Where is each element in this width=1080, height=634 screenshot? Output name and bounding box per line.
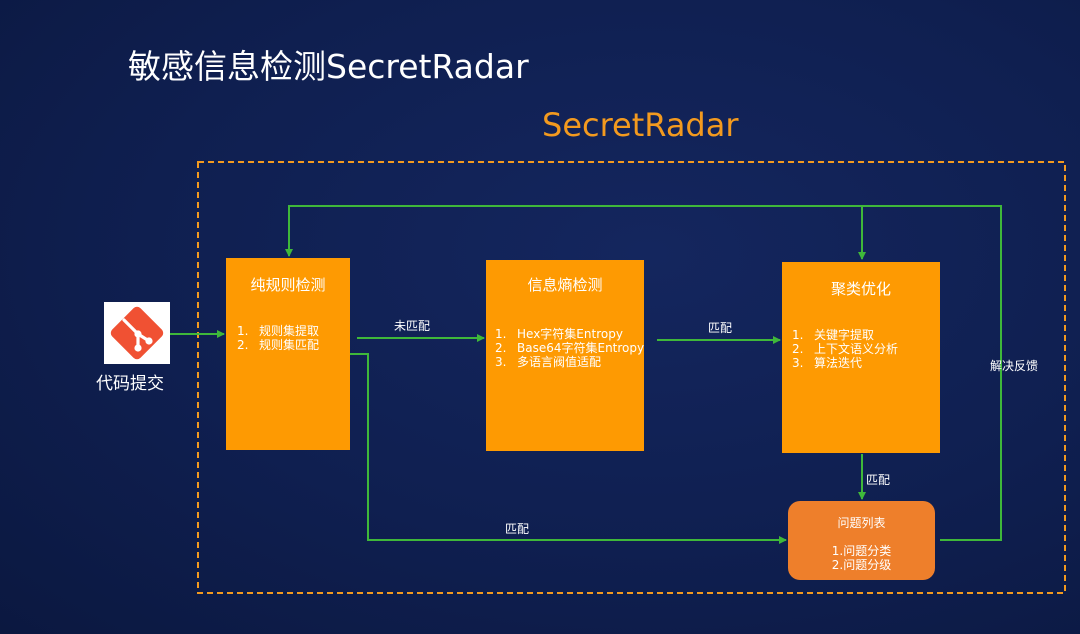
slide-title: 敏感信息检测SecretRadar [128,47,529,86]
edge-label-feedback: 解决反馈 [990,359,1039,373]
source-label: 代码提交 [96,374,164,394]
frame-title: SecretRadar [542,106,739,144]
stage-title: 纯规则检测 [250,276,326,294]
stage-item: 3.多语言阀值适配 [495,355,602,369]
stage-cluster-box: 聚类优化 1.关键字提取 2.上下文语义分析 3.算法迭代 [782,262,940,453]
stage-title: 信息熵检测 [527,276,603,294]
stage-item: 1.关键字提取 [792,328,875,342]
stage-item: 2.Base64字符集Entropy [495,341,645,355]
arrow-feedback-to-rules [285,205,1002,541]
stage-items: 1.规则集提取 2.规则集匹配 [237,324,319,352]
issues-item: 1.问题分类 [831,544,892,558]
stage-rules-box: 纯规则检测 1.规则集提取 2.规则集匹配 [226,258,350,450]
edge-label-match: 匹配 [505,522,530,536]
stage-items: 1.Hex字符集Entropy 2.Base64字符集Entropy 3.多语言… [495,327,644,369]
git-logo-icon [110,306,164,360]
edge-label-match: 匹配 [708,321,733,335]
stage-item: 2.上下文语义分析 [792,342,899,356]
git-logo [104,302,170,364]
stage-item: 2.规则集匹配 [237,338,320,352]
issues-item: 2.问题分级 [831,558,892,572]
arrow-rules-to-issues [350,353,787,544]
edge-label-no-match: 未匹配 [394,319,431,333]
stage-title: 聚类优化 [830,280,891,298]
stage-items: 1.关键字提取 2.上下文语义分析 3.算法迭代 [792,328,898,370]
secretradar-frame [197,161,1066,594]
issues-box: 问题列表 1.问题分类 2.问题分级 [788,501,935,580]
edge-label-match: 匹配 [866,473,891,487]
stage-item: 1.规则集提取 [237,324,320,338]
stage-item: 3.算法迭代 [792,356,863,370]
issues-title: 问题列表 [837,516,886,530]
stage-item: 1.Hex字符集Entropy [495,327,623,341]
stage-entropy-box: 信息熵检测 1.Hex字符集Entropy 2.Base64字符集Entropy… [486,260,644,451]
